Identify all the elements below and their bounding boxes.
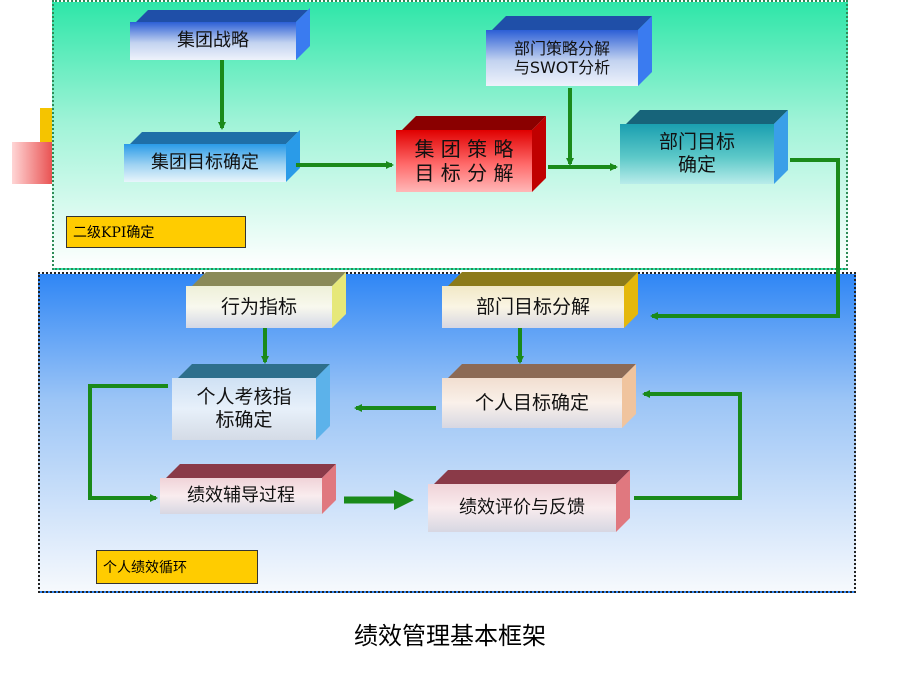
group-strategy-goal-decomp-box: 集 团 策 略 目 标 分 解	[396, 116, 546, 192]
dept-strategy-decomp-label: 部门策略分解 与SWOT分析	[513, 38, 611, 77]
kpi-tag-label: 二级KPI确定	[73, 225, 155, 241]
decor-red-block	[12, 142, 54, 184]
dept-goal-decomp-box: 部门目标分解	[442, 272, 638, 328]
dept-goal-decomp-label: 部门目标分解	[475, 295, 590, 318]
coaching-box: 绩效辅导过程	[160, 464, 336, 514]
group-strategy-goal-decomp-label: 集 团 策 略 目 标 分 解	[414, 137, 514, 185]
kpi-tag: 二级KPI确定	[66, 216, 246, 248]
diagram-caption: 绩效管理基本框架	[354, 622, 546, 650]
dept-strategy-decomp-box: 部门策略分解 与SWOT分析	[486, 16, 652, 86]
personal-goal-box: 个人目标确定	[442, 364, 636, 428]
behavior-indicator-box: 行为指标	[186, 272, 346, 328]
dept-goal-label: 部门目标 确定	[658, 131, 735, 176]
coaching-label: 绩效辅导过程	[187, 485, 295, 507]
dept-goal-box: 部门目标 确定	[620, 110, 788, 184]
cycle-tag-label: 个人绩效循环	[103, 560, 187, 576]
personal-assessment-box: 个人考核指 标确定	[172, 364, 330, 440]
personal-assessment-label: 个人考核指 标确定	[196, 386, 292, 431]
evaluation-feedback-label: 绩效评价与反馈	[459, 497, 585, 519]
cycle-tag: 个人绩效循环	[96, 550, 258, 584]
decor-yellow-block	[40, 108, 54, 144]
personal-goal-label: 个人目标确定	[474, 391, 589, 414]
group-goal-label: 集团目标确定	[151, 152, 259, 174]
group-strategy-box: 集团战略	[130, 8, 310, 60]
behavior-indicator-label: 行为指标	[220, 295, 297, 318]
group-goal-box: 集团目标确定	[124, 130, 300, 182]
group-strategy-label: 集团战略	[177, 30, 249, 52]
evaluation-feedback-box: 绩效评价与反馈	[428, 470, 630, 532]
